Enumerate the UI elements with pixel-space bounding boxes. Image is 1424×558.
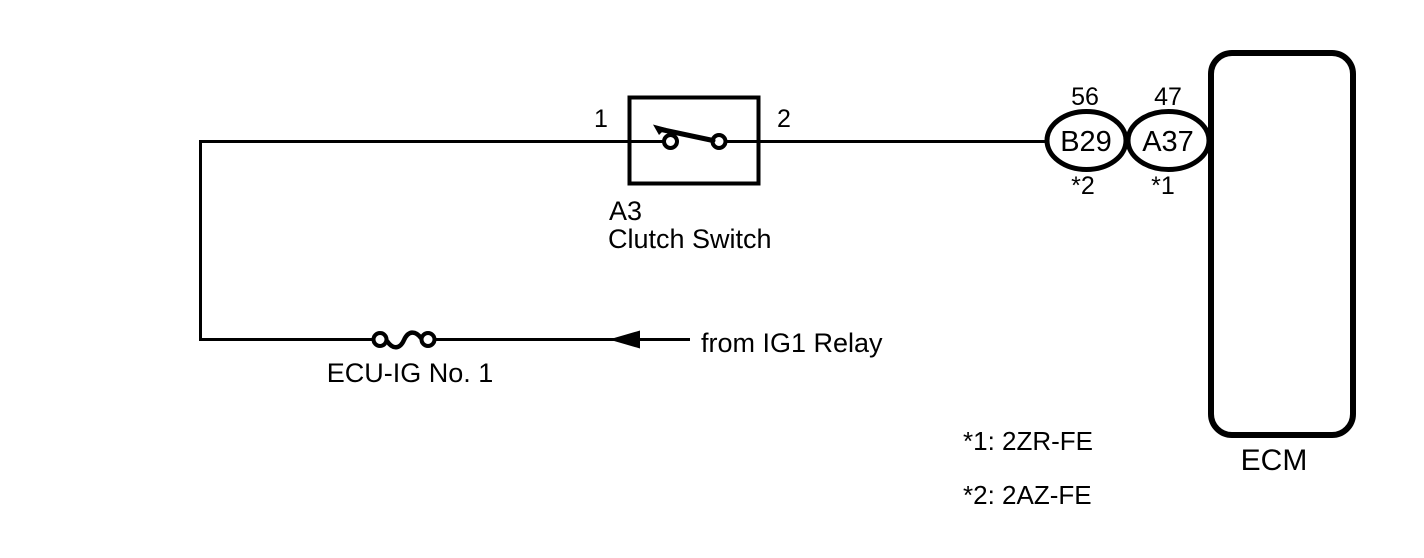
switch-blade-tip <box>653 124 666 135</box>
switch-name-label: Clutch Switch <box>608 224 772 254</box>
pin-number-a37: 47 <box>1154 83 1182 111</box>
ecm-connector-b29: 56 B29 *2 <box>1044 83 1129 200</box>
fuse-contact-right <box>419 331 437 348</box>
fuse-contact-left <box>371 331 389 348</box>
switch-contact-left <box>662 133 679 150</box>
ecm-connector-a37: 47 A37 *1 <box>1125 83 1212 200</box>
switch-terminal-1-label: 1 <box>594 105 608 133</box>
ecm-label: ECM <box>1241 444 1308 477</box>
note-ref-a37: *1 <box>1151 172 1175 200</box>
note-ref-b29: *2 <box>1071 172 1095 200</box>
power-source: from IG1 Relay <box>609 328 883 358</box>
circuit-wires <box>199 140 1055 341</box>
switch-terminal-2-label: 2 <box>777 105 791 133</box>
connector-code-a37: A37 <box>1142 126 1194 158</box>
footnote-2: *2: 2AZ-FE <box>963 480 1092 510</box>
clutch-switch-symbol: 1 2 A3 Clutch Switch <box>594 95 791 254</box>
pin-number-b29: 56 <box>1071 83 1099 111</box>
footnote-1: *1: 2ZR-FE <box>963 426 1093 456</box>
switch-blade <box>656 126 716 143</box>
arrow-left-icon <box>609 330 640 349</box>
fuse-label: ECU-IG No. 1 <box>327 358 494 388</box>
power-source-label: from IG1 Relay <box>701 328 883 358</box>
fuse-element-curve <box>384 330 424 350</box>
connector-code-b29: B29 <box>1060 126 1112 158</box>
footnotes: *1: 2ZR-FE *2: 2AZ-FE <box>963 426 1093 510</box>
ecm-box <box>1208 50 1356 438</box>
connector-oval-a37 <box>1125 109 1212 172</box>
fuse-symbol: ECU-IG No. 1 <box>327 330 494 388</box>
switch-box <box>627 95 761 186</box>
ecm-block: ECM <box>1208 50 1356 477</box>
switch-connector-code: A3 <box>609 196 642 226</box>
